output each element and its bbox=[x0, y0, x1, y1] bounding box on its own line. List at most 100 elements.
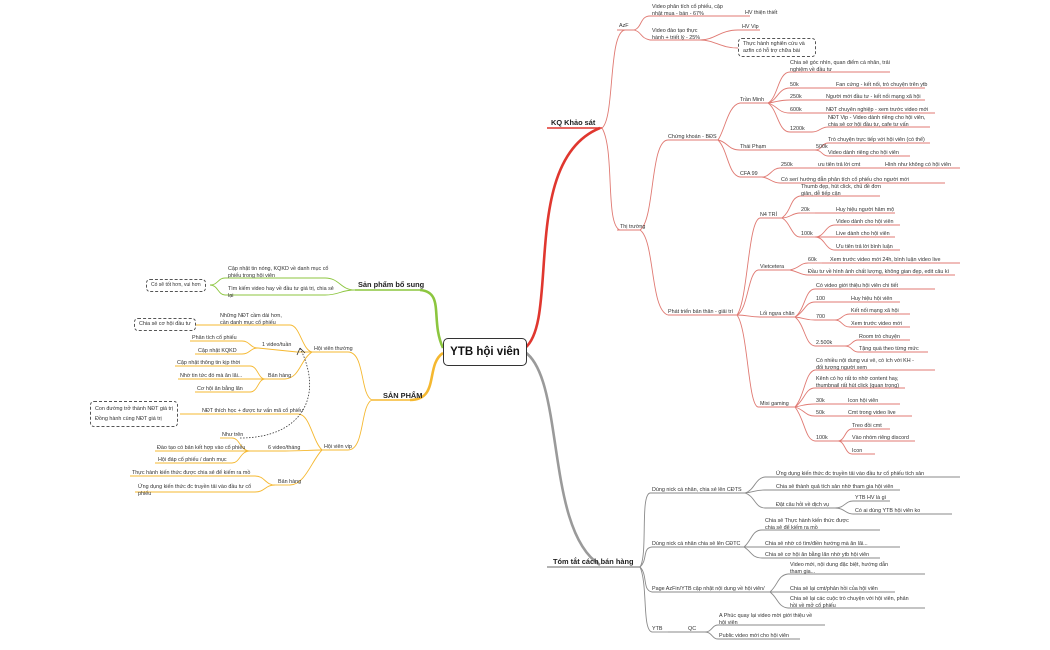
node-vip-6video[interactable]: 6 video/tháng bbox=[268, 445, 301, 451]
node-mx-100k-desc2[interactable]: Vào nhóm riêng discord bbox=[852, 435, 909, 441]
node-nh-100k[interactable]: 100k bbox=[801, 231, 813, 237]
node-kq-khao-sat[interactable]: KQ Khảo sát bbox=[551, 118, 596, 127]
node-tp-500k[interactable]: 500k bbox=[816, 144, 828, 150]
node-vip-note[interactable]: NĐT thích học + được tư vấn mã cổ phiếu bbox=[202, 408, 303, 414]
node-tm-50k[interactable]: 50k bbox=[790, 82, 799, 88]
node-vip-box[interactable]: Con đường trở thành NĐT giá trị Đồng hàn… bbox=[90, 401, 178, 427]
node-mx-note2[interactable]: Kênh có họ rất to nhờ content hay, thumb… bbox=[816, 376, 899, 389]
node-tm-600k[interactable]: 600k bbox=[790, 107, 802, 113]
node-azf-box[interactable]: Thực hành nghiên cứu và azfin có hỗ trợ … bbox=[738, 38, 816, 58]
node-cfa-desc1[interactable]: ưu tiên trả lời cmt bbox=[818, 162, 861, 168]
node-mx-30k[interactable]: 30k bbox=[816, 398, 825, 404]
node-loi-ngua-chan[interactable]: Lối ngựa chăn bbox=[760, 311, 795, 317]
node-tm-1200k[interactable]: 1200k bbox=[790, 126, 805, 132]
node-azf-video2[interactable]: Video đào tạo thực hành + triết lý - 25% bbox=[652, 28, 701, 41]
node-sales-1-desc3[interactable]: Đặt câu hỏi về dịch vụ bbox=[776, 502, 830, 508]
node-sales-2-desc1[interactable]: Chia sẻ Thực hành kiến thức được chia sẻ… bbox=[765, 518, 849, 531]
node-nh-100k-desc2[interactable]: Live dành cho hội viên bbox=[836, 231, 890, 237]
node-extra-1[interactable]: Cập nhật tin nóng, KQKD về danh mục cổ p… bbox=[228, 266, 329, 279]
node-sales-3[interactable]: Page AzFin/YTB cập nhật nội dung về hội … bbox=[652, 586, 765, 592]
node-mx-50k-desc[interactable]: Cmt trong video live bbox=[848, 410, 896, 416]
node-san-pham[interactable]: SẢN PHẨM bbox=[383, 391, 423, 400]
node-vip-ban-2[interactable]: Ứng dụng kiến thức đc truyền tải vào đầu… bbox=[138, 484, 252, 497]
node-ln-100[interactable]: 100 bbox=[816, 296, 825, 302]
node-ht-video2[interactable]: Cập nhật KQKD bbox=[198, 348, 237, 354]
node-mx-50k[interactable]: 50k bbox=[816, 410, 825, 416]
node-sales-2-desc3[interactable]: Chia sẻ cơ hội ăn bằng lãn nhờ ytb hội v… bbox=[765, 552, 870, 558]
node-qc-desc2[interactable]: Public video mới cho hội viên bbox=[719, 633, 790, 639]
node-ck-bds[interactable]: Chứng khoán - BĐS bbox=[668, 134, 717, 140]
node-sales-3-desc1[interactable]: Video mới, nội dung đặc biệt, hướng dẫn … bbox=[790, 562, 889, 575]
node-ln-700-desc1[interactable]: Kết nối mạng xã hội bbox=[851, 308, 899, 314]
node-phat-trien[interactable]: Phát triển bản thân - giải trí bbox=[668, 309, 734, 315]
root-node[interactable]: YTB hội viên bbox=[443, 338, 527, 366]
node-ln-100-desc[interactable]: Huy hiệu hội viên bbox=[851, 296, 893, 302]
node-extra-left[interactable]: Có sẽ tốt hơn, vui hơn bbox=[146, 279, 206, 292]
node-vip-video1[interactable]: Đào tạo có bản kết hợp vào cổ phiếu bbox=[157, 445, 246, 451]
node-mx-30k-desc[interactable]: Icon hội viên bbox=[848, 398, 879, 404]
node-nh-note[interactable]: Thumb đẹp, hút click, chủ đề đơn giản, d… bbox=[801, 184, 881, 197]
node-cfa99[interactable]: CFA 99 bbox=[740, 171, 758, 177]
node-vc-note[interactable]: Đầu tư về hình ảnh chất lượng, không gia… bbox=[808, 269, 950, 275]
node-tm-600k-desc[interactable]: NĐT chuyên nghiệp - xem trước video mới bbox=[826, 107, 929, 113]
node-nh-20k[interactable]: 20k bbox=[801, 207, 810, 213]
node-azf-video1[interactable]: Video phân tích cổ phiếu, cập nhật mua -… bbox=[652, 4, 723, 17]
node-qc[interactable]: QC bbox=[688, 626, 697, 632]
node-azf[interactable]: AzF bbox=[619, 23, 629, 29]
node-mx-100k-desc3[interactable]: Icon bbox=[852, 448, 863, 454]
node-thi-truong[interactable]: Thị trường bbox=[620, 224, 646, 230]
node-vc-60k[interactable]: 60k bbox=[808, 257, 817, 263]
node-tm-note[interactable]: Chia sẻ góc nhìn, quan điểm cá nhân, trả… bbox=[790, 60, 890, 73]
node-ht-box[interactable]: Chia sẻ cơ hội đầu tư bbox=[134, 318, 196, 331]
node-ytb[interactable]: YTB bbox=[652, 626, 663, 632]
node-sales-1-desc2[interactable]: Chia sẻ thành quả tích sản nhờ tham gia … bbox=[776, 484, 894, 490]
node-nh-100k-desc3[interactable]: Ưu tiên trả lời bình luận bbox=[836, 244, 893, 250]
node-nh-100k-desc1[interactable]: Video dành cho hội viên bbox=[836, 219, 894, 225]
node-ht-note[interactable]: Những NĐT cầm dài hơn, cần danh mục cổ p… bbox=[220, 313, 282, 326]
node-ht-ban-3[interactable]: Cơ hội ăn bằng lãn bbox=[197, 386, 243, 392]
node-hv-thien-thiet[interactable]: HV thiện thiết bbox=[745, 10, 778, 16]
node-sales-1-q2[interactable]: Có ai dùng YTB hội viên ko bbox=[855, 508, 921, 514]
node-sales-1-q1[interactable]: YTB HV là gì bbox=[855, 495, 887, 501]
node-sales-1[interactable]: Dùng nick cá nhân, chia sẻ lên CĐTS bbox=[652, 487, 742, 493]
node-ln-2500k[interactable]: 2.500k bbox=[816, 340, 833, 346]
node-mx-100k-desc1[interactable]: Treo đồi cmt bbox=[852, 423, 882, 429]
node-tm-250k-desc[interactable]: Người mới đầu tư - kết nối mạng xã hội bbox=[826, 94, 921, 100]
node-sales-3-desc2[interactable]: Chia sẻ lại cmt/phản hồi của hội viên bbox=[790, 586, 878, 592]
node-tp-desc2[interactable]: Video dành riêng cho hội viên bbox=[828, 150, 899, 156]
node-qc-desc1[interactable]: A Phúc quay lại video mời giới thiệu về … bbox=[719, 613, 813, 626]
node-ln-note[interactable]: Có video giới thiệu hội viên chi tiết bbox=[816, 283, 899, 289]
node-tm-1200k-desc[interactable]: NĐT Vip - Video dành riêng cho hội viên,… bbox=[828, 115, 926, 128]
node-ht-ban-hang[interactable]: Bản hàng bbox=[268, 373, 292, 379]
node-tm-250k[interactable]: 250k bbox=[790, 94, 802, 100]
node-hv-vip[interactable]: HV Vip bbox=[742, 24, 759, 30]
node-ht-ban-2[interactable]: Nhờ tin tức đó mà ăn lãi... bbox=[180, 373, 243, 379]
node-tom-tat-ban-hang[interactable]: Tóm tắt cách bán hàng bbox=[553, 557, 634, 566]
node-sales-3-desc3[interactable]: Chia sẻ lại các cuộc trò chuyện với hội … bbox=[790, 596, 909, 609]
node-thai-pham[interactable]: Thái Phạm bbox=[740, 144, 767, 150]
node-tm-50k-desc[interactable]: Fan cứng - kết nối, trò chuyện trên ytb bbox=[836, 82, 928, 88]
node-ln-700[interactable]: 700 bbox=[816, 314, 825, 320]
node-tp-desc1[interactable]: Trò chuyện trực tiếp với hội viên (có th… bbox=[828, 137, 925, 143]
node-hv-thuong[interactable]: Hội viên thường bbox=[314, 346, 353, 352]
node-mixi-gaming[interactable]: Mixi gaming bbox=[760, 401, 789, 407]
node-mx-note1[interactable]: Có nhiều nội dung vui vẻ, có ích với KH … bbox=[816, 358, 914, 371]
node-extra-2[interactable]: Tìm kiếm video hay về đầu tư giá trị, ch… bbox=[228, 286, 334, 299]
node-cfa-desc2[interactable]: Hình như không có hội viên bbox=[885, 162, 951, 168]
node-sales-2[interactable]: Dùng nick cá nhân chia sẻ lên CĐTC bbox=[652, 541, 741, 547]
node-cfa-250k[interactable]: 250k bbox=[781, 162, 793, 168]
node-vc-60k-desc[interactable]: Xem trước video mới 24h, bình luận video… bbox=[830, 257, 941, 263]
node-ln-700-desc2[interactable]: Xem trước video mới bbox=[851, 321, 902, 327]
node-ht-ban-1[interactable]: Cập nhật thông tin kịp thời bbox=[177, 360, 241, 366]
node-mx-100k[interactable]: 100k bbox=[816, 435, 828, 441]
node-sales-1-desc1[interactable]: Ứng dụng kiến thức đc truyền tải vào đầu… bbox=[776, 471, 925, 477]
node-ht-1video[interactable]: 1 video/tuần bbox=[262, 342, 292, 348]
node-nh-20k-desc[interactable]: Huy hiệu người hâm mộ bbox=[836, 207, 895, 213]
node-ln-2500k-desc2[interactable]: Tặng quà theo từng mức bbox=[859, 346, 919, 352]
node-ht-video1[interactable]: Phân tích cổ phiếu bbox=[192, 335, 237, 341]
node-hv-vip-product[interactable]: Hội viên vip bbox=[324, 444, 352, 450]
node-sales-2-desc2[interactable]: Chia sẻ nhờ có tìm/điền hướng mà ăn lãi.… bbox=[765, 541, 868, 547]
node-nhu-tren[interactable]: Như trên bbox=[222, 432, 244, 438]
node-ln-2500k-desc1[interactable]: Room trò chuyện bbox=[859, 334, 901, 340]
node-cfa-desc3[interactable]: Có serí hướng dẫn phân tích cổ phiếu cho… bbox=[781, 177, 909, 183]
